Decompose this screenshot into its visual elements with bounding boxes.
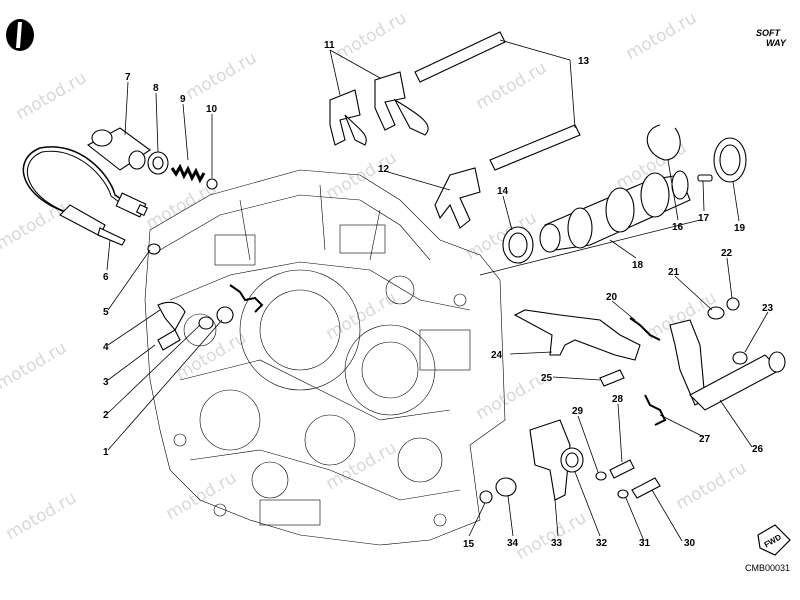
watermark: motod.ru bbox=[173, 328, 251, 384]
watermark: motod.ru bbox=[183, 48, 261, 104]
washer-2 bbox=[198, 316, 214, 330]
callout-8: 8 bbox=[153, 83, 159, 94]
pawl-spring bbox=[629, 317, 661, 341]
callout-14: 14 bbox=[497, 186, 509, 197]
shift-fork-12 bbox=[434, 167, 481, 229]
dowel-pin bbox=[697, 174, 713, 182]
callout-6: 6 bbox=[103, 272, 109, 283]
brand-line1: SOFT bbox=[756, 28, 782, 38]
watermark: motod.ru bbox=[473, 58, 551, 114]
shift-pawl-plate bbox=[513, 309, 641, 361]
return-spring bbox=[229, 284, 264, 313]
small-washer bbox=[147, 243, 161, 255]
watermark: motod.ru bbox=[333, 8, 411, 64]
shaft-pin bbox=[86, 127, 151, 171]
neutral-sensor-cable bbox=[22, 146, 149, 246]
watermark: motod.ru bbox=[473, 368, 551, 424]
washer-31 bbox=[617, 489, 629, 499]
callout-labels: 1 2 3 4 5 6 7 8 9 10 11 12 13 14 15 16 1… bbox=[103, 40, 774, 550]
callout-24: 24 bbox=[491, 350, 503, 361]
callout-23: 23 bbox=[762, 303, 774, 314]
washer-1 bbox=[216, 306, 234, 324]
callout-7: 7 bbox=[125, 72, 131, 83]
coil-spring bbox=[170, 163, 206, 184]
nut-22 bbox=[726, 297, 740, 311]
callout-13: 13 bbox=[578, 56, 590, 67]
callout-26: 26 bbox=[752, 444, 764, 455]
callout-11: 11 bbox=[324, 40, 335, 51]
fork-shafts bbox=[414, 31, 581, 171]
circlip bbox=[646, 124, 681, 161]
watermark: motod.ru bbox=[0, 198, 70, 254]
forward-arrow-icon: FWD bbox=[757, 524, 791, 556]
callout-20: 20 bbox=[606, 292, 618, 303]
callout-15: 15 bbox=[463, 539, 475, 550]
bolt-28 bbox=[609, 459, 635, 479]
crankcase-drawing bbox=[144, 169, 506, 546]
shaft-spring bbox=[644, 394, 667, 426]
screw-25 bbox=[599, 369, 625, 387]
shift-forks-11 bbox=[329, 71, 429, 146]
callout-32: 32 bbox=[596, 538, 608, 549]
washer-29 bbox=[595, 471, 607, 481]
callout-4: 4 bbox=[103, 342, 109, 353]
callout-31: 31 bbox=[639, 538, 651, 549]
leader-lines bbox=[106, 39, 769, 542]
watermark: motod.ru bbox=[0, 338, 70, 394]
callout-30: 30 bbox=[684, 538, 696, 549]
callout-27: 27 bbox=[699, 434, 711, 445]
callout-5: 5 bbox=[103, 307, 109, 318]
callout-22: 22 bbox=[721, 248, 733, 259]
watermark: motod.ru bbox=[623, 8, 701, 64]
callout-28: 28 bbox=[612, 394, 624, 405]
detent-ball bbox=[206, 178, 218, 190]
drawing-code: CMB00031 bbox=[745, 563, 790, 573]
watermark: motod.ru bbox=[163, 468, 241, 524]
callout-12: 12 bbox=[378, 164, 390, 175]
index-lever bbox=[157, 301, 186, 331]
watermark: motod.ru bbox=[673, 458, 751, 514]
callout-10: 10 bbox=[206, 104, 218, 115]
shift-drum bbox=[539, 170, 691, 253]
callout-21: 21 bbox=[668, 267, 680, 278]
publisher-logo bbox=[6, 19, 34, 51]
washer-34 bbox=[495, 477, 517, 497]
watermark: motod.ru bbox=[323, 148, 401, 204]
callout-2: 2 bbox=[103, 410, 109, 421]
bracket-plate bbox=[529, 419, 571, 501]
watermark: motod.ru bbox=[323, 288, 401, 344]
watermark: motod.ru bbox=[3, 488, 81, 544]
callout-19: 19 bbox=[734, 223, 746, 234]
shaft-line bbox=[479, 219, 701, 276]
brand-line2: WAY bbox=[766, 38, 787, 48]
callout-25: 25 bbox=[541, 373, 553, 384]
callout-16: 16 bbox=[672, 222, 684, 233]
callout-33: 33 bbox=[551, 538, 563, 549]
callout-3: 3 bbox=[103, 377, 109, 388]
bolt bbox=[157, 329, 181, 351]
watermark: motod.ru bbox=[13, 68, 91, 124]
callout-1: 1 bbox=[103, 447, 109, 458]
callout-9: 9 bbox=[180, 94, 186, 105]
callout-17: 17 bbox=[698, 213, 710, 224]
callout-29: 29 bbox=[572, 406, 584, 417]
watermark: motod.ru bbox=[513, 508, 591, 564]
callout-18: 18 bbox=[632, 260, 644, 271]
circlip-15 bbox=[479, 490, 493, 504]
callout-34: 34 bbox=[507, 538, 519, 549]
washer-23 bbox=[732, 351, 748, 365]
watermark: motod.ru bbox=[323, 438, 401, 494]
bolt-30 bbox=[631, 477, 661, 499]
